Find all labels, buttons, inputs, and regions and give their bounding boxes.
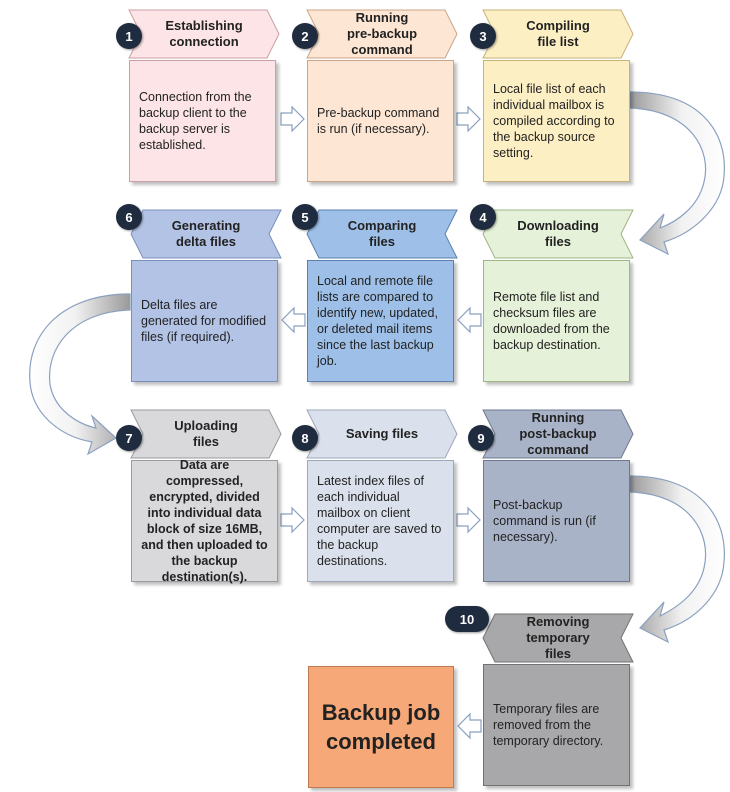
step-header: Running pre-backup command [306, 9, 458, 59]
arrow-10-to-final [457, 712, 482, 740]
curved-arrow-9-to-10 [629, 475, 725, 644]
curved-arrow-3-to-4 [629, 91, 725, 256]
step-header: Uploading files [130, 409, 282, 459]
arrow-1-to-2 [280, 105, 305, 133]
step-description: Latest index files of each individual ma… [307, 460, 454, 582]
step-number-badge: 3 [470, 23, 496, 49]
step-description: Data are compressed, encrypted, divided … [131, 458, 278, 584]
step-title: Removing temporary files [526, 614, 590, 661]
header-shape-left [130, 209, 282, 259]
step-header: Generating delta files [130, 209, 282, 259]
header-shape-left [482, 209, 634, 259]
step-title: Saving files [345, 426, 419, 441]
step-header: Comparing files [306, 209, 458, 259]
step-header: Establishing connection [128, 9, 280, 59]
backup-completed-box: Backup job completed [308, 666, 454, 788]
step-description: Remote file list and checksum files are … [483, 260, 630, 382]
step-description: Connection from the backup client to the… [129, 60, 276, 182]
step-header: Downloading files [482, 209, 634, 259]
step-number-badge: 2 [292, 23, 318, 49]
step-title: Running pre-backup command [346, 10, 418, 57]
header-shape-left [306, 209, 458, 259]
arrow-8-to-9 [456, 506, 481, 534]
header-shape-right [482, 409, 634, 459]
step-number-badge: 4 [470, 204, 496, 230]
arrow-4-to-5 [457, 306, 482, 334]
step-title: Running post-backup command [519, 410, 597, 457]
header-shape-left [482, 613, 634, 663]
step-title: Generating delta files [171, 218, 241, 249]
step-title: Downloading files [517, 218, 599, 249]
step-header: Removing temporary files [482, 613, 634, 663]
step-description: Pre-backup command is run (if necessary)… [307, 60, 454, 182]
step-number-badge: 6 [116, 204, 142, 230]
step-title: Comparing files [347, 218, 417, 249]
step-description: Local file list of each individual mailb… [483, 60, 630, 182]
step-number-badge: 7 [116, 425, 142, 451]
arrow-5-to-6 [281, 306, 306, 334]
step-number-badge: 8 [292, 425, 318, 451]
arrow-2-to-3 [456, 105, 481, 133]
step-description: Post-backup command is run (if necessary… [483, 460, 630, 582]
header-shape-right [306, 409, 458, 459]
step-number-badge: 5 [292, 204, 318, 230]
step-title: Uploading files [174, 418, 238, 449]
step-header: Saving files [306, 409, 458, 459]
step-description: Temporary files are removed from the tem… [483, 664, 630, 786]
step-number-badge: 9 [468, 425, 494, 451]
step-description: Delta files are generated for modified f… [131, 260, 278, 382]
step-description: Local and remote file lists are compared… [307, 260, 454, 382]
step-title: Establishing connection [165, 18, 243, 49]
header-shape-right [306, 9, 458, 59]
step-header: Running post-backup command [482, 409, 634, 459]
step-number-badge: 10 [445, 606, 489, 632]
step-title: Compiling file list [526, 18, 590, 49]
step-number-badge: 1 [116, 23, 142, 49]
curved-arrow-6-to-7 [29, 293, 131, 456]
step-header: Compiling file list [482, 9, 634, 59]
header-shape-right [130, 409, 282, 459]
arrow-7-to-8 [280, 506, 305, 534]
